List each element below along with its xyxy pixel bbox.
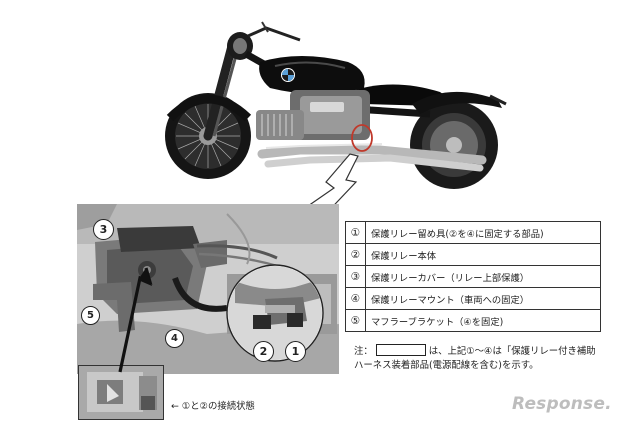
table-row: ⑤ マフラーブラケット（④を固定) bbox=[345, 309, 601, 332]
callout-3-label: 3 bbox=[99, 223, 108, 236]
footnote: 注：は、上記①～④は「保護リレー付き補助ハーネス装着部品(電源配線を含む)を示す… bbox=[354, 344, 604, 373]
relay-zoom-circle bbox=[226, 264, 324, 362]
callout-4: 4 bbox=[165, 329, 184, 348]
footnote-text: は、上記①～④は「保護リレー付き補助ハーネス装着部品(電源配線を含む)を示す。 bbox=[354, 346, 596, 371]
part-description: 保護リレー留め具(②を④に固定する部品) bbox=[365, 221, 601, 244]
relay-location-marker bbox=[351, 124, 373, 152]
connection-pointer-arrow bbox=[118, 267, 153, 373]
callout-2: 2 bbox=[253, 341, 274, 362]
legend-box bbox=[375, 344, 426, 356]
motorcycle-illustration bbox=[165, 21, 507, 189]
footnote-prefix: 注： bbox=[354, 346, 373, 357]
callout-5-label: 5 bbox=[87, 310, 94, 321]
table-row: ① 保護リレー留め具(②を④に固定する部品) bbox=[345, 221, 601, 244]
callout-5: 5 bbox=[81, 306, 100, 325]
part-number: ② bbox=[345, 243, 366, 266]
callout-3: 3 bbox=[93, 219, 114, 240]
callout-4-label: 4 bbox=[171, 333, 178, 344]
connection-inset-photo bbox=[78, 365, 164, 420]
callout-1: 1 bbox=[285, 341, 306, 362]
part-description: 保護リレーカバー（リレー上部保護） bbox=[365, 265, 601, 288]
part-description: 保護リレーマウント（車両への固定） bbox=[365, 287, 601, 310]
part-number: ⑤ bbox=[345, 309, 366, 332]
table-row: ③ 保護リレーカバー（リレー上部保護） bbox=[345, 265, 601, 288]
part-description: 保護リレー本体 bbox=[365, 243, 601, 266]
inset-caption: ← ①と②の接続状態 bbox=[171, 401, 255, 412]
part-number: ④ bbox=[345, 287, 366, 310]
response-watermark: Response. bbox=[512, 394, 612, 414]
table-row: ④ 保護リレーマウント（車両への固定） bbox=[345, 287, 601, 310]
part-description: マフラーブラケット（④を固定) bbox=[365, 309, 601, 332]
callout-2-label: 2 bbox=[259, 345, 268, 358]
part-number: ① bbox=[345, 221, 366, 244]
table-row: ② 保護リレー本体 bbox=[345, 243, 601, 266]
parts-table: ① 保護リレー留め具(②を④に固定する部品) ② 保護リレー本体 ③ 保護リレー… bbox=[345, 221, 601, 332]
part-number: ③ bbox=[345, 265, 366, 288]
callout-1-label: 1 bbox=[291, 345, 300, 358]
